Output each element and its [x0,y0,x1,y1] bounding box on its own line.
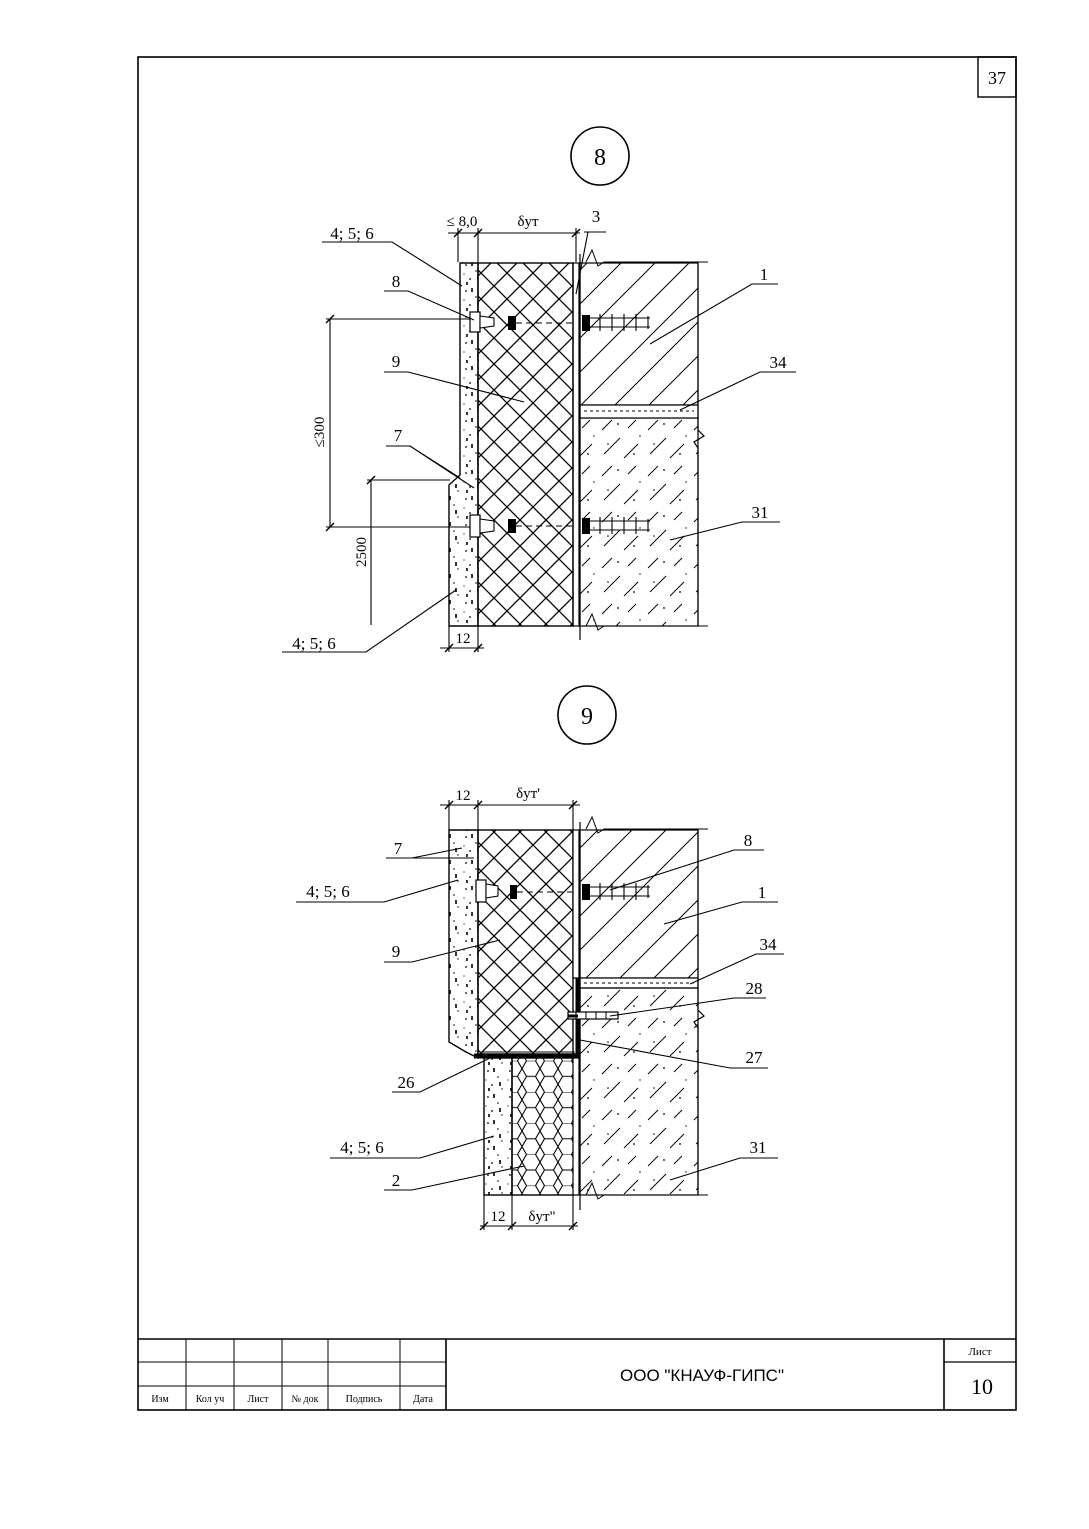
sheet-label: Лист [968,1346,991,1358]
callout-wall-lower: 31 [669,1138,778,1181]
film-layer [572,262,580,627]
svg-text:8: 8 [744,831,753,850]
callout-sealant: 26 [392,1057,491,1093]
callout-wall-upper: 1 [649,265,778,345]
svg-text:4; 5; 6: 4; 5; 6 [292,634,335,653]
detail-9: 9 [296,685,784,1231]
svg-text:31: 31 [750,1138,767,1157]
callout-foam: 2 [384,1165,525,1191]
dim-face-max: ≤ 8,0 [447,214,478,230]
brick-wall-upper [579,829,699,979]
svg-text:1: 1 [758,883,767,902]
corner-number-box: 37 [977,56,1017,98]
organization-name: ООО "КНАУФ-ГИПС" [620,1366,784,1385]
stamp-header-5: Дата [413,1394,433,1405]
dim-step-line [326,318,470,528]
svg-text:2: 2 [392,1171,401,1190]
dim-board-8: 12 [456,631,471,647]
anchor-upper [475,879,650,903]
callout-slab-joint: 34 [689,935,784,985]
detail-8: 8 [282,126,796,653]
svg-text:28: 28 [746,979,763,998]
callout-anchor: 8 [384,272,475,321]
dim-top-line [448,228,580,262]
brick-wall-upper [579,262,699,406]
svg-text:26: 26 [398,1073,415,1092]
dim-insulation-8: δут [517,214,539,230]
sheet-number: 10 [971,1374,993,1399]
callout-joint: 7 [386,426,475,489]
dim-bottom-line [480,1195,578,1230]
break-line-right [693,263,705,626]
svg-text:4; 5; 6: 4; 5; 6 [306,882,349,901]
concrete-wall-lower [579,987,699,1196]
dowel [567,1011,619,1020]
corner-number: 37 [988,68,1006,88]
title-block: Изм Кол уч Лист № док Подпись Дата ООО "… [138,1338,1016,1410]
svg-text:4; 5; 6: 4; 5; 6 [330,224,373,243]
callout-layers-top: 4; 5; 6 [322,224,463,287]
foam-layer [511,1057,575,1196]
dim-board-bottom: 12 [491,1209,506,1225]
svg-text:7: 7 [394,839,403,858]
svg-text:7: 7 [394,426,403,445]
sealant-strip [481,1051,575,1059]
stamp-header-2: Лист [248,1394,270,1405]
callout-film: 3 [575,207,606,295]
callout-layers-bottom: 4; 5; 6 [282,589,457,653]
dim-insulation-bottom: δут" [528,1209,555,1225]
detail-marker-circle [557,685,617,745]
dim-board-top: 12 [456,788,471,804]
svg-text:3: 3 [592,207,601,226]
dim-top-line [440,800,580,830]
callout-insulation: 9 [384,939,501,963]
plaster-facing-lower [483,1057,513,1196]
dim-insulation-top: δут' [516,786,540,802]
dim-height-line [367,479,450,625]
anchor-lower [469,514,650,538]
callout-layers-bottom: 4; 5; 6 [330,1135,495,1159]
callout-wall-upper: 1 [663,883,778,925]
svg-text:8: 8 [392,272,401,291]
anchor-upper [469,311,650,333]
concrete-wall-lower [579,417,699,627]
callout-dowel: 28 [609,979,766,1017]
stamp-header-1: Кол уч [196,1394,225,1405]
detail-marker-circle [570,126,630,186]
detail-marker-8: 8 [594,145,606,171]
svg-text:4; 5; 6: 4; 5; 6 [340,1138,383,1157]
stamp-header-0: Изм [151,1394,169,1405]
detail-marker-9: 9 [581,704,593,730]
callout-joint: 7 [386,839,474,859]
sheet-frame [137,56,1017,1411]
svg-text:1: 1 [760,265,769,284]
callout-slab-joint: 34 [679,353,796,411]
plaster-facing-upper [448,829,479,1060]
svg-text:27: 27 [746,1048,764,1067]
callout-layers-top: 4; 5; 6 [296,879,459,903]
callout-anchor: 8 [609,831,764,891]
svg-text:34: 34 [770,353,788,372]
dim-height: 2500 [354,537,370,567]
svg-text:31: 31 [752,503,769,522]
stamp-header-3: № док [292,1394,319,1405]
stamp-header-4: Подпись [346,1394,383,1405]
callout-profile: 27 [579,1039,768,1069]
svg-text:9: 9 [392,352,401,371]
dim-step: ≤300 [312,417,328,448]
callout-insulation: 9 [384,352,525,403]
svg-text:9: 9 [392,942,401,961]
callout-wall-lower: 31 [669,503,780,541]
svg-text:34: 34 [760,935,778,954]
